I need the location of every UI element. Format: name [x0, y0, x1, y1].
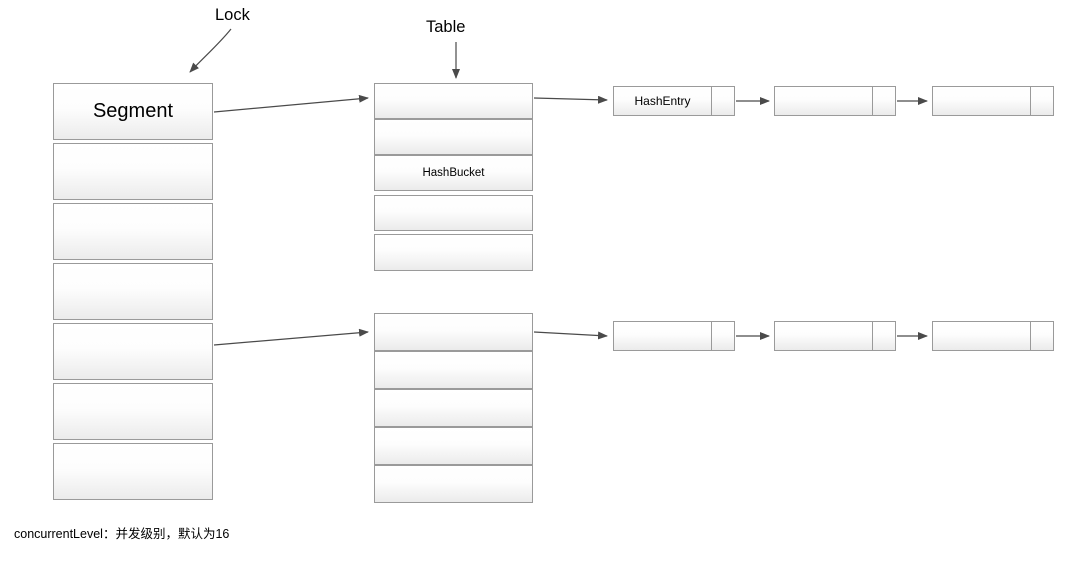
entry-bottom-0	[613, 321, 735, 351]
segment-cell-3	[53, 263, 213, 320]
segment-cell-6	[53, 443, 213, 500]
entry-top-0-next-pointer	[711, 87, 734, 115]
entry-bottom-1-label	[775, 322, 872, 350]
entry-top-1-next-pointer	[872, 87, 895, 115]
entry-top-2-next-pointer	[1030, 87, 1053, 115]
entry-bottom-1-next-pointer	[872, 322, 895, 350]
arrow-table-top-to-entry0	[533, 95, 608, 104]
table-top-cell-4	[374, 234, 533, 271]
entry-bottom-2-next-pointer	[1030, 322, 1053, 350]
table-bottom-cell-4	[374, 465, 533, 503]
arrow-table-bottom-to-entry0	[533, 331, 608, 340]
label-lock: Lock	[215, 6, 250, 24]
arrow-segment0-to-table-top	[213, 94, 369, 113]
entry-top-0-label: HashEntry	[634, 94, 691, 108]
entry-top-2	[932, 86, 1054, 116]
arrow-segment4-to-table-bottom	[213, 328, 369, 346]
table-bottom-cell-1	[374, 351, 533, 389]
segment-cell-4	[53, 323, 213, 380]
table-top-cell-0	[374, 83, 533, 119]
table-bottom-cell-2	[374, 389, 533, 427]
arrow-lock-to-segment	[189, 28, 232, 73]
entry-bottom-0-label	[614, 322, 711, 350]
entry-bottom-2	[932, 321, 1054, 351]
diagram-caption: concurrentLevel：并发级别，默认为16	[14, 527, 230, 541]
segment-cell-5	[53, 383, 213, 440]
entry-bottom-2-label	[933, 322, 1030, 350]
entry-top-0: HashEntry	[613, 86, 735, 116]
table-bottom-cell-3	[374, 427, 533, 465]
table-top-cell-3	[374, 195, 533, 231]
entry-top-1	[774, 86, 896, 116]
segment-cell-0: Segment	[53, 83, 213, 140]
table-top-cell-2: HashBucket	[374, 155, 533, 191]
segment-cell-1	[53, 143, 213, 200]
entry-bottom-0-next-pointer	[711, 322, 734, 350]
label-table: Table	[426, 18, 466, 36]
table-top-cell-1	[374, 119, 533, 155]
entry-top-2-label	[933, 87, 1030, 115]
table-bottom-cell-0	[374, 313, 533, 351]
entry-top-1-label	[775, 87, 872, 115]
segment-cell-2	[53, 203, 213, 260]
entry-bottom-1	[774, 321, 896, 351]
